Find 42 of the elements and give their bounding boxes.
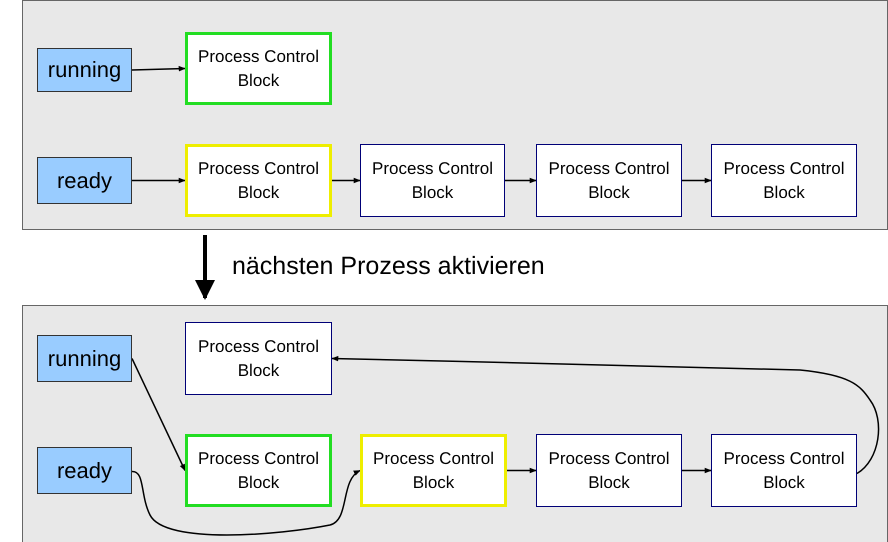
node-label: running [48, 346, 122, 372]
arrow [331, 356, 880, 474]
process-control-block [536, 144, 682, 217]
arrow [505, 178, 537, 184]
node-label: ready [56, 458, 112, 484]
node-label: Process Control Block [371, 158, 494, 204]
arrow [332, 178, 361, 184]
process-control-block [536, 434, 682, 507]
process-control-block [185, 322, 332, 395]
node-label: Process Control Block [197, 158, 320, 204]
arrow [682, 178, 712, 184]
arrow [195, 235, 215, 300]
node-label: Process Control Block [197, 448, 320, 494]
process-control-block [711, 144, 857, 217]
panel-background [22, 305, 888, 542]
process-control-block [360, 144, 505, 217]
node-label: Process Control Block [197, 336, 320, 382]
process-control-block [711, 434, 857, 507]
node-label: running [48, 57, 122, 83]
state-box [37, 447, 132, 494]
arrow [132, 66, 186, 72]
process-control-block [360, 434, 507, 507]
node-label: Process Control Block [722, 158, 846, 204]
arrow [682, 468, 712, 474]
node-label: Process Control Block [548, 158, 670, 204]
node-label: Process Control Block [722, 448, 846, 494]
node-label: Process Control Block [548, 448, 670, 494]
node-label: ready [56, 168, 112, 194]
arrow [131, 358, 186, 472]
process-control-block [185, 434, 332, 507]
edge-label: nächsten Prozess aktivieren [232, 252, 545, 281]
state-box [37, 48, 132, 92]
state-box [37, 335, 132, 382]
arrow [132, 470, 361, 536]
node-label: Process Control Block [372, 448, 495, 494]
process-control-block [185, 32, 332, 105]
panel-background [22, 0, 888, 230]
node-label: Process Control Block [197, 46, 320, 92]
process-control-block [185, 144, 332, 217]
arrow [132, 178, 186, 184]
state-box [37, 157, 132, 204]
arrow [507, 468, 537, 474]
